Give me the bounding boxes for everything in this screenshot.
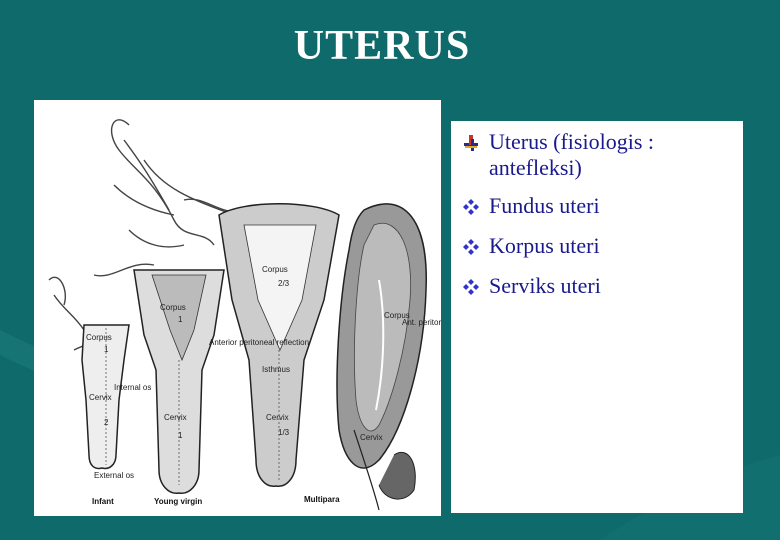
label-isthmus: Isthmus: [262, 365, 290, 374]
bullet-item-fundus: Fundus uteri: [461, 193, 751, 219]
label-infant: Infant: [92, 497, 114, 506]
label-ratio-young-top: 1: [178, 315, 183, 324]
sagittal-section: [336, 203, 427, 511]
label-cervix-infant: Cervix: [89, 393, 112, 402]
label-ratio-young-bottom: 1: [178, 431, 183, 440]
label-ratio-infant-top: 1: [104, 345, 109, 354]
bullet-item-serviks: Serviks uteri: [461, 273, 751, 299]
label-corpus-multi: Corpus: [262, 265, 288, 274]
label-corpus-sagittal: Corpus: [384, 311, 410, 320]
diamond-cluster-bullet-icon: [463, 199, 479, 215]
label-cervix-multi: Cervix: [266, 413, 289, 422]
bullet-item-korpus: Korpus uteri: [461, 233, 751, 259]
label-internal-os: Internal os: [114, 383, 151, 392]
uterus-illustration: Corpus Cervix Corpus Cervix Corpus Cervi…: [48, 119, 441, 511]
label-corpus-young: Corpus: [160, 303, 186, 312]
bullet-text-fundus: Fundus uteri: [489, 193, 600, 218]
label-anterior-reflection: Anterior peritoneal reflection: [209, 338, 309, 347]
colored-list-bullet-icon: [464, 135, 478, 151]
label-ratio-infant-bottom: 2: [104, 418, 109, 427]
bullet-text-korpus: Korpus uteri: [489, 233, 600, 258]
diamond-cluster-bullet-icon: [463, 239, 479, 255]
infant-uterus: [81, 324, 130, 470]
label-ratio-multi-bottom: 1/3: [278, 428, 290, 437]
label-cervix-young: Cervix: [164, 413, 187, 422]
label-multipara: Multipara: [304, 495, 340, 504]
bullet-text-serviks: Serviks uteri: [489, 273, 601, 298]
label-external-os: External os: [94, 471, 134, 480]
label-corpus-infant: Corpus: [86, 333, 112, 342]
label-ant-reflection: Ant. peritoneal reflection: [402, 318, 441, 327]
label-cervix-sagittal: Cervix: [360, 433, 383, 442]
slide-title: UTERUS: [293, 23, 471, 69]
uterus-figure: Corpus Cervix Corpus Cervix Corpus Cervi…: [34, 100, 441, 516]
bullet-item-uterus: Uterus (fisiologis : antefleksi): [461, 129, 751, 181]
label-young-virgin: Young virgin: [154, 497, 202, 506]
bullet-panel: Uterus (fisiologis : antefleksi) Fundus …: [451, 121, 743, 513]
diamond-cluster-bullet-icon: [463, 279, 479, 295]
bullet-text-uterus: Uterus (fisiologis : antefleksi): [489, 129, 654, 180]
label-ratio-multi-top: 2/3: [278, 279, 290, 288]
bullet-list: Uterus (fisiologis : antefleksi) Fundus …: [461, 129, 751, 313]
